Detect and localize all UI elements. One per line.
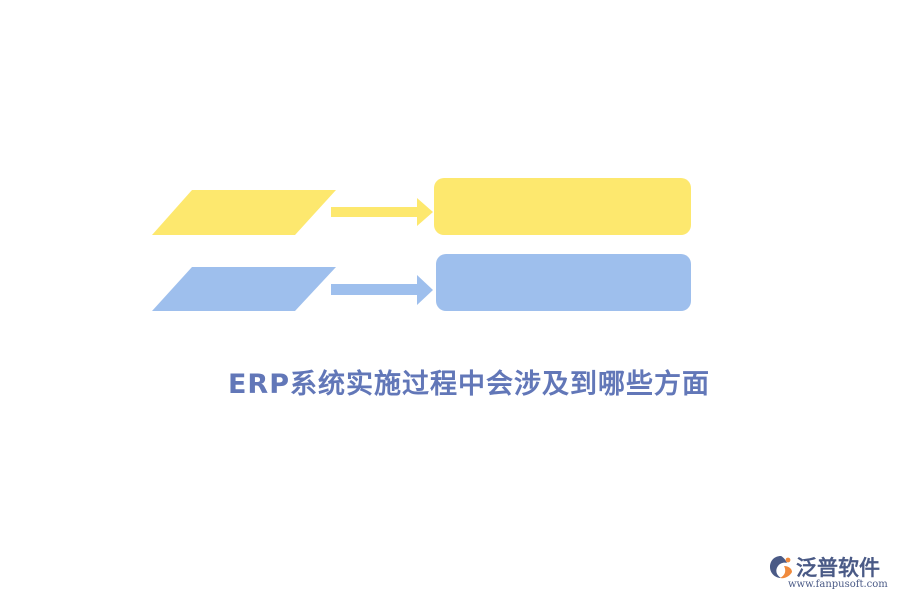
row2-box (436, 254, 691, 311)
row1-box (434, 178, 691, 235)
logo-name: 泛普软件 (796, 556, 880, 580)
row2-arrow (331, 275, 433, 305)
page-title: ERP系统实施过程中会涉及到哪些方面 (227, 369, 711, 400)
logo-url: www.fanpusoft.com (788, 579, 888, 590)
row1-parallelogram (152, 190, 336, 235)
fanpu-logo-icon (770, 556, 792, 579)
brand-logo: 泛普软件 www.fanpusoft.com (768, 552, 894, 592)
row1-arrow (331, 198, 433, 226)
row2-parallelogram (152, 267, 336, 311)
